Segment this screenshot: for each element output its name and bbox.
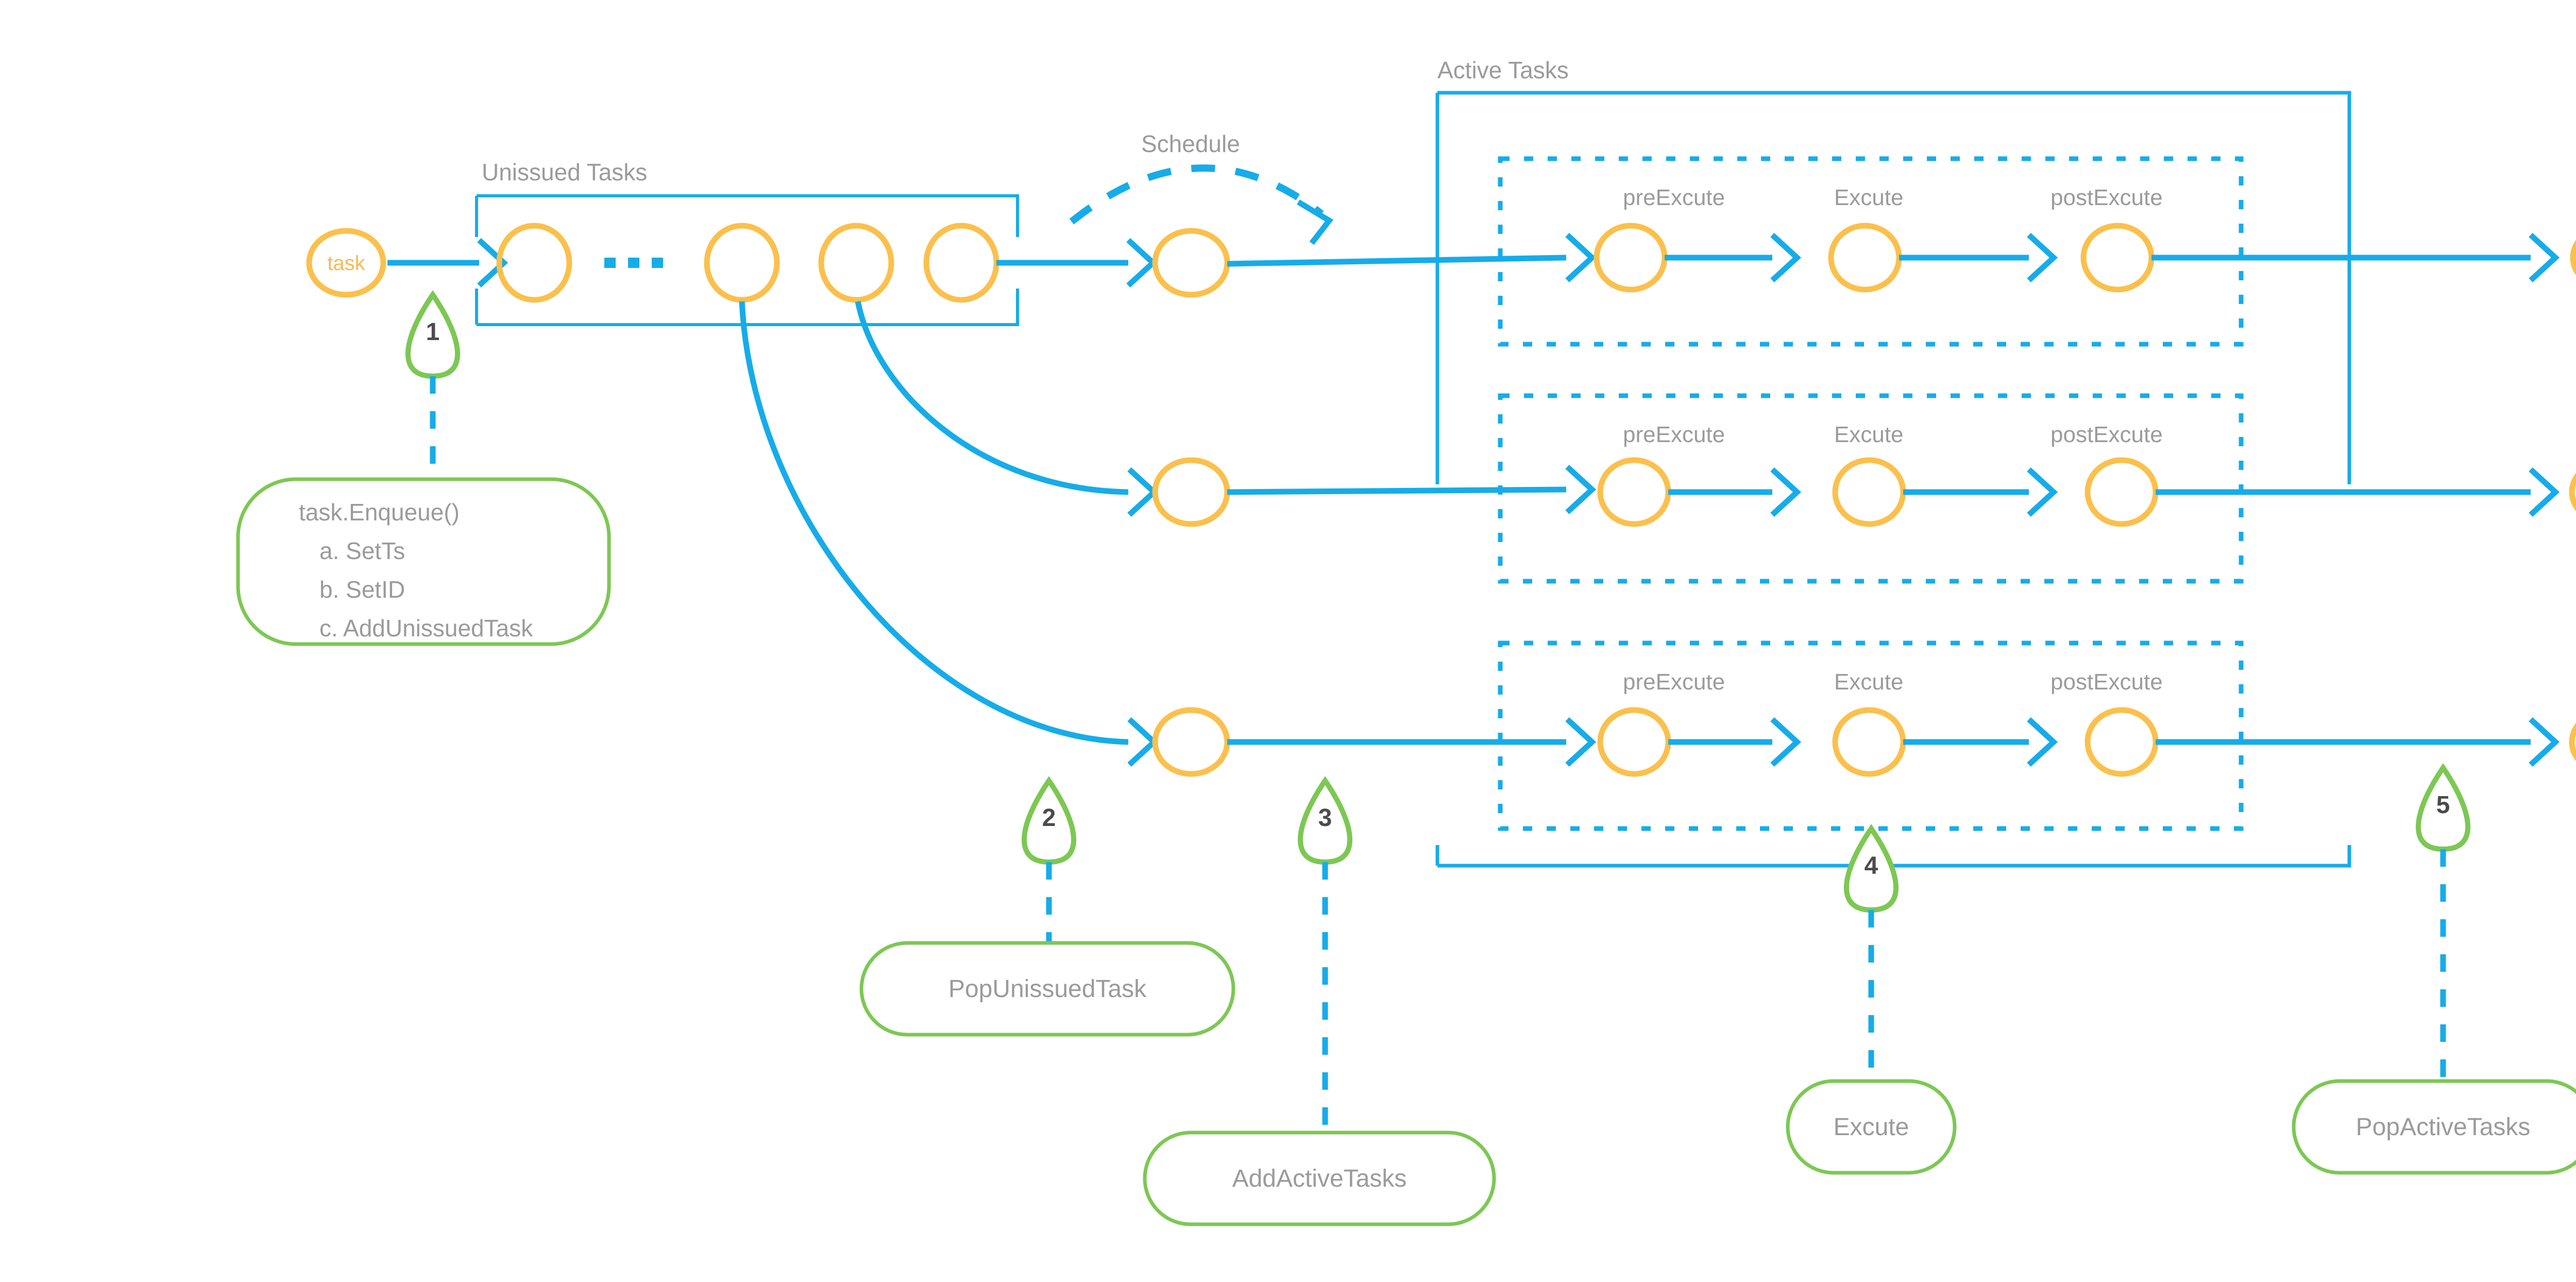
- callout-enqueue[interactable]: task.Enqueue() a. SetTs b. SetID c. AddU…: [236, 477, 611, 646]
- queue-node-3[interactable]: [818, 223, 894, 303]
- row-2-post-label: postExcute: [2050, 422, 2163, 447]
- row-3-pre-label: preExcute: [1623, 669, 1725, 695]
- active-tasks-label: Active Tasks: [1437, 57, 1569, 83]
- row-2-execution-box: [1498, 393, 2244, 584]
- row-3-execution-box: [1498, 640, 2244, 831]
- marker-1[interactable]: 1: [405, 290, 460, 379]
- row-1-exec-label: Excute: [1834, 185, 1904, 210]
- row-1-pre-label: preExcute: [1623, 185, 1725, 210]
- queue-ellipsis-icon: [604, 258, 663, 268]
- callout-execute-label: Excute: [1834, 1114, 1909, 1141]
- schedule-dashed-arc: [1069, 164, 1334, 245]
- callout-enqueue-step-c: c. AddUnissuedTask: [319, 615, 533, 642]
- callout-pop-unissued-label: PopUnissuedTask: [948, 975, 1147, 1003]
- callout-enqueue-step-a: a. SetTs: [319, 537, 405, 564]
- row-1-execution-box: [1498, 156, 2244, 347]
- marker-5-number: 5: [2436, 791, 2450, 819]
- row-3-post-label: postExcute: [2050, 669, 2163, 695]
- queue-node-2[interactable]: [704, 223, 780, 303]
- callout-pop-active[interactable]: PopActiveTasks: [2292, 1079, 2576, 1175]
- unissued-tasks-bracket: [475, 194, 1019, 326]
- marker-4[interactable]: 4: [1844, 824, 1899, 913]
- row-1-schedule-node[interactable]: [1152, 228, 1230, 298]
- row-3-end-node[interactable]: [2569, 710, 2576, 774]
- row-2-pre-label: preExcute: [1623, 422, 1725, 447]
- marker-2[interactable]: 2: [1022, 776, 1076, 865]
- queue-node-1[interactable]: [496, 223, 572, 303]
- row-2-post-node[interactable]: [2084, 457, 2159, 527]
- row-3-entry-flow: [739, 301, 1597, 777]
- row-3-post-node[interactable]: [2084, 707, 2159, 777]
- row-1-pre-node[interactable]: [1594, 223, 1668, 293]
- schedule-label: Schedule: [1141, 130, 1240, 157]
- callout-add-active[interactable]: AddActiveTasks: [1143, 1131, 1496, 1226]
- marker-2-number: 2: [1042, 804, 1056, 832]
- row-2-schedule-node[interactable]: [1152, 457, 1230, 527]
- row-2-exec-label: Excute: [1834, 422, 1904, 447]
- row-2-end-node[interactable]: [2569, 460, 2576, 524]
- row-3-exit-flow: [2156, 710, 2576, 774]
- callout-add-active-label: AddActiveTasks: [1232, 1165, 1407, 1192]
- marker-5[interactable]: 5: [2416, 763, 2470, 852]
- task-source-node[interactable]: task: [306, 228, 386, 298]
- row-3-schedule-node[interactable]: [1152, 707, 1230, 777]
- unissued-queue-nodes: [496, 223, 999, 303]
- row-1-entry-flow: [996, 228, 1597, 298]
- task-node-label: task: [327, 252, 365, 275]
- callout-pop-active-label: PopActiveTasks: [2356, 1114, 2531, 1141]
- row-1-exit-flow: [2151, 226, 2576, 290]
- queue-node-4[interactable]: [923, 223, 999, 303]
- callout-enqueue-step-b: b. SetID: [319, 576, 405, 603]
- row-1-post-node[interactable]: [2080, 223, 2155, 293]
- row-3-exec-node[interactable]: [1832, 707, 1906, 777]
- callout-enqueue-title: task.Enqueue(): [299, 499, 460, 526]
- row-2-exec-node[interactable]: [1832, 457, 1906, 527]
- row-1-post-label: postExcute: [2050, 185, 2163, 210]
- marker-1-number: 1: [426, 318, 440, 346]
- marker-4-number: 4: [1865, 852, 1878, 880]
- marker-3-number: 3: [1318, 804, 1332, 832]
- callout-pop-unissued[interactable]: PopUnissuedTask: [859, 941, 1235, 1037]
- callout-execute[interactable]: Excute: [1786, 1079, 1957, 1175]
- row-2-exit-flow: [2156, 460, 2576, 524]
- row-3-stage-nodes: [1597, 707, 2159, 777]
- row-2-stage-nodes: [1597, 457, 2159, 527]
- row-1-stage-nodes: [1594, 223, 2155, 293]
- row-1-exec-node[interactable]: [1828, 223, 1902, 293]
- marker-3[interactable]: 3: [1298, 776, 1352, 865]
- row-2-entry-flow: [855, 300, 1597, 527]
- unissued-tasks-label: Unissued Tasks: [482, 159, 647, 185]
- row-3-pre-node[interactable]: [1597, 707, 1671, 777]
- row-1-end-node[interactable]: [2570, 226, 2576, 290]
- active-tasks-bracket: [1435, 91, 2351, 868]
- row-3-exec-label: Excute: [1834, 669, 1904, 695]
- row-2-pre-node[interactable]: [1597, 457, 1671, 527]
- arrow-task-to-queue: [387, 238, 509, 288]
